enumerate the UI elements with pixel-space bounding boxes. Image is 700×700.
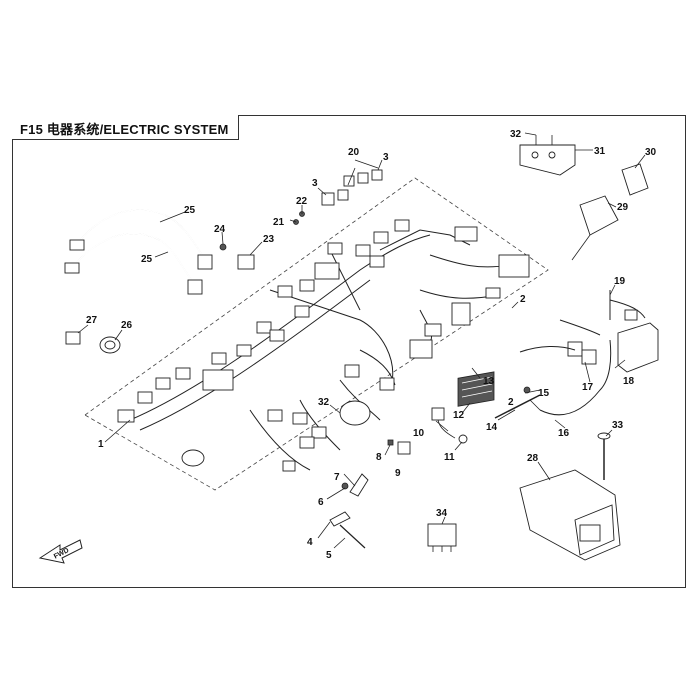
callout-33: 33 bbox=[612, 420, 624, 431]
callout-25b: 25 bbox=[141, 254, 153, 265]
sensor-10-11 bbox=[431, 407, 468, 444]
leader-lines bbox=[77, 132, 646, 549]
callout-13: 13 bbox=[483, 376, 495, 387]
callout-29: 29 bbox=[617, 202, 629, 213]
callout-24: 24 bbox=[214, 224, 226, 235]
callout-10: 10 bbox=[413, 428, 425, 439]
relay-34 bbox=[427, 523, 457, 552]
callout-15: 15 bbox=[538, 388, 550, 399]
callout-7: 7 bbox=[334, 472, 340, 483]
callout-19: 19 bbox=[614, 276, 626, 287]
sensor-6-7 bbox=[341, 473, 369, 497]
callout-1: 1 bbox=[98, 439, 104, 450]
callout-23: 23 bbox=[263, 234, 275, 245]
temperature-probe bbox=[329, 511, 366, 549]
callout-16: 16 bbox=[558, 428, 570, 439]
oxygen-sensor-cables bbox=[64, 209, 213, 295]
ground-strap bbox=[494, 394, 541, 419]
callout-31: 31 bbox=[594, 146, 606, 157]
callout-14: 14 bbox=[486, 422, 498, 433]
callout-11: 11 bbox=[444, 452, 455, 463]
callout-6: 6 bbox=[318, 497, 324, 508]
callout-2: 2 bbox=[520, 294, 526, 305]
clamp-and-sensor bbox=[65, 331, 121, 354]
callout-8: 8 bbox=[376, 452, 382, 463]
callout-28: 28 bbox=[527, 453, 539, 464]
callout-25: 25 bbox=[184, 205, 196, 216]
callout-34: 34 bbox=[436, 508, 448, 519]
callout-12: 12 bbox=[453, 410, 465, 421]
voltage-regulator bbox=[457, 371, 495, 407]
callout-2b: 2 bbox=[508, 397, 514, 408]
callout-22: 22 bbox=[296, 196, 308, 207]
diagram-frame bbox=[12, 115, 686, 588]
battery-assembly bbox=[519, 290, 659, 416]
callout-18: 18 bbox=[623, 376, 635, 387]
ecu-unit bbox=[519, 432, 621, 561]
title-box: F15 电器系统/ELECTRIC SYSTEM bbox=[12, 115, 239, 140]
callout-3: 3 bbox=[383, 152, 389, 163]
callout-32b: 32 bbox=[318, 397, 330, 408]
callout-3b: 3 bbox=[312, 178, 318, 189]
callout-labels: 1 2 2 3 3 4 5 6 7 8 9 10 11 12 13 14 15 … bbox=[86, 129, 657, 561]
callout-4: 4 bbox=[307, 537, 313, 548]
callout-17: 17 bbox=[582, 382, 594, 393]
harness-connectors bbox=[117, 219, 530, 472]
harness-outline bbox=[84, 177, 549, 491]
main-wiring-harness bbox=[129, 229, 511, 471]
callout-30: 30 bbox=[645, 147, 657, 158]
callout-32: 32 bbox=[510, 129, 522, 140]
small-relay bbox=[387, 439, 411, 455]
callout-20: 20 bbox=[348, 147, 360, 158]
callout-9: 9 bbox=[395, 468, 401, 479]
forward-direction-arrow: FWD bbox=[38, 539, 83, 564]
bracket-and-module bbox=[519, 135, 649, 261]
callout-5: 5 bbox=[326, 550, 332, 561]
callout-27: 27 bbox=[86, 315, 98, 326]
relay-connectors bbox=[321, 169, 383, 206]
callout-21: 21 bbox=[273, 217, 285, 228]
callout-26: 26 bbox=[121, 320, 133, 331]
diagram-title: F15 电器系统/ELECTRIC SYSTEM bbox=[20, 122, 229, 137]
